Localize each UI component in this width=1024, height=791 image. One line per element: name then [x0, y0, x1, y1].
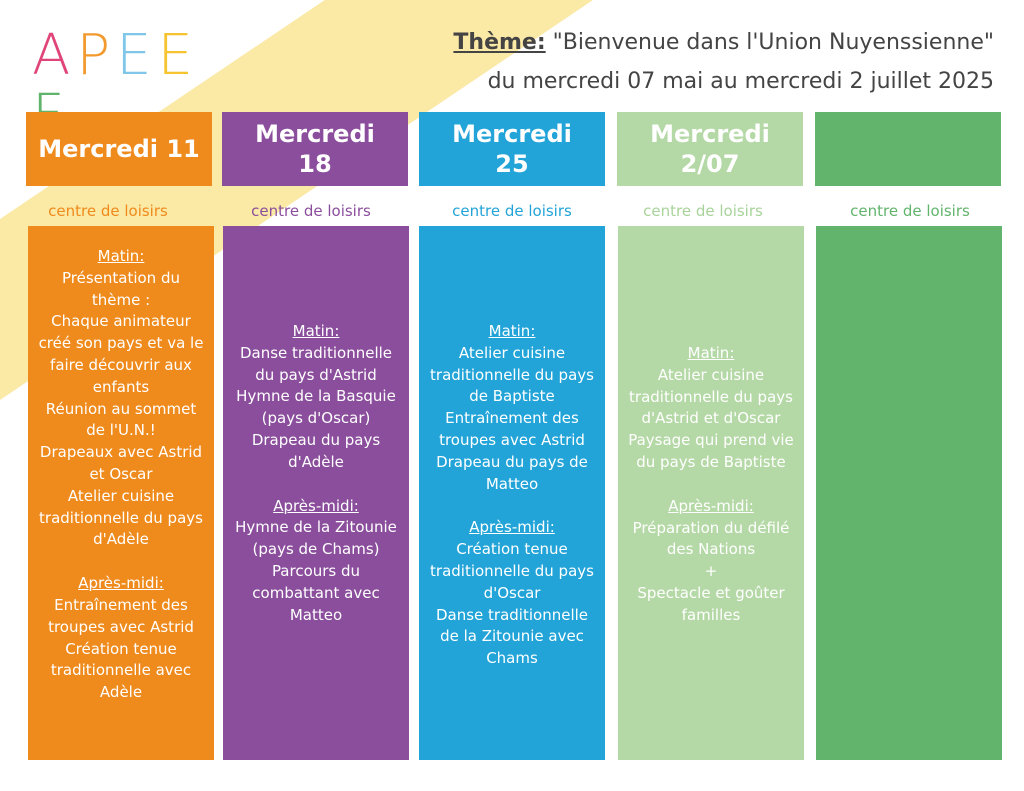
- activity-line: Parcours du: [271, 561, 361, 580]
- activity-line: Chaque animateur: [51, 312, 191, 331]
- activity-line: de l'U.N.!: [86, 421, 156, 440]
- day-header-18: Mercredi 18: [222, 112, 408, 186]
- activity-line: faire découvrir aux: [50, 355, 192, 374]
- activity-line: traditionnelle du pays: [430, 561, 594, 580]
- spacer: [427, 495, 597, 517]
- day-column-2-07: Matin: Atelier cuisine traditionnelle du p…: [618, 226, 804, 760]
- activity-line: et Oscar: [89, 464, 153, 483]
- logo-letter: E: [157, 23, 199, 88]
- activity-line: Drapeau du pays: [251, 430, 381, 449]
- afternoon-heading: Après-midi:: [469, 518, 555, 537]
- spacer: [36, 551, 206, 573]
- afternoon-heading: Après-midi:: [668, 496, 754, 515]
- activity-line: Préparation du défilé: [632, 518, 790, 537]
- day-column-blank: [816, 226, 1002, 760]
- day-header-25: Mercredi 25: [419, 112, 605, 186]
- activity-line: Danse traditionnelle: [435, 605, 589, 624]
- activity-line: (pays de Chams): [252, 540, 380, 559]
- afternoon-heading: Après-midi:: [78, 574, 164, 593]
- activity-line: créé son pays et va le: [38, 334, 204, 353]
- activity-line: Entraînement des: [54, 595, 188, 614]
- centre-label-11: centre de loisirs: [48, 202, 168, 220]
- day-column-18: Matin: Danse traditionnelle du pays d'Astr…: [223, 226, 409, 760]
- logo-letter: E: [116, 23, 158, 88]
- day-column-11: Matin: Présentation du thème : Chaque anima…: [28, 226, 214, 760]
- activity-line: troupes avec Astrid: [48, 617, 194, 636]
- spacer: [626, 474, 796, 496]
- activity-line: thème :: [91, 290, 151, 309]
- day-header-2-07: Mercredi 2/07: [617, 112, 803, 186]
- activity-line: Drapeau du pays de: [436, 452, 588, 471]
- logo-letter: P: [76, 23, 117, 88]
- centre-label-blank: centre de loisirs: [850, 202, 970, 220]
- theme-label: Thème:: [453, 30, 546, 55]
- activity-line: combattant avec: [252, 583, 380, 602]
- dates-range: du mercredi 07 mai au mercredi 2 juillet…: [487, 69, 994, 94]
- activity-line: Création tenue: [456, 540, 568, 559]
- day-header-11: Mercredi 11: [26, 112, 212, 186]
- activity-line: +: [704, 562, 718, 581]
- activity-line: Drapeaux avec Astrid: [39, 443, 203, 462]
- activity-line: Atelier cuisine: [657, 365, 765, 384]
- activity-line: Spectacle et goûter: [637, 583, 785, 602]
- activity-line: du pays d'Astrid: [255, 365, 377, 384]
- logo-letter: A: [32, 23, 77, 88]
- activity-line: traditionnelle du pays: [39, 508, 203, 527]
- centre-label-2-07: centre de loisirs: [643, 202, 763, 220]
- spacer: [231, 474, 401, 496]
- activity-line: de Baptiste: [469, 387, 555, 406]
- activity-line: Réunion au sommet: [45, 399, 197, 418]
- activity-line: traditionnelle du pays: [430, 365, 594, 384]
- morning-heading: Matin:: [97, 247, 145, 265]
- theme-line: Thème: "Bienvenue dans l'Union Nuyenssie…: [453, 30, 994, 55]
- activity-line: Matteo: [485, 474, 539, 493]
- activity-line: (pays d'Oscar): [261, 409, 371, 428]
- activity-line: Danse traditionnelle: [239, 343, 393, 362]
- activity-line: d'Adèle: [288, 452, 344, 471]
- afternoon-heading: Après-midi:: [273, 496, 359, 515]
- activity-line: d'Astrid et d'Oscar: [641, 409, 781, 428]
- morning-heading: Matin:: [687, 344, 735, 362]
- activity-line: Entraînement des: [445, 409, 579, 428]
- activity-line: Atelier cuisine: [67, 486, 175, 505]
- activity-line: traditionnelle avec: [50, 661, 192, 680]
- day-header-blank: [815, 112, 1001, 186]
- centre-label-18: centre de loisirs: [251, 202, 371, 220]
- activity-line: Hymne de la Zitounie: [235, 518, 397, 537]
- activity-line: du pays de Baptiste: [636, 452, 786, 471]
- activity-line: des Nations: [666, 540, 756, 559]
- morning-heading: Matin:: [292, 322, 340, 340]
- activity-line: Hymne de la Basquie: [236, 387, 396, 406]
- activity-line: familles: [681, 605, 741, 624]
- activity-line: d'Oscar: [483, 583, 541, 602]
- page-header: Thème: "Bienvenue dans l'Union Nuyenssie…: [453, 30, 994, 94]
- activity-line: Atelier cuisine: [458, 343, 566, 362]
- activity-line: de la Zitounie avec: [440, 627, 584, 646]
- activity-line: traditionnelle du pays: [629, 387, 793, 406]
- activity-line: Matteo: [289, 605, 343, 624]
- morning-heading: Matin:: [488, 322, 536, 340]
- activity-line: Présentation du: [61, 268, 180, 287]
- activity-line: d'Adèle: [93, 530, 149, 549]
- activity-line: troupes avec Astrid: [439, 430, 585, 449]
- day-column-25: Matin: Atelier cuisine traditionnelle du p…: [419, 226, 605, 760]
- activity-line: enfants: [92, 377, 150, 396]
- centre-label-25: centre de loisirs: [452, 202, 572, 220]
- activity-line: Chams: [486, 649, 538, 668]
- activity-line: Paysage qui prend vie: [628, 431, 794, 450]
- activity-line: Création tenue: [65, 639, 177, 658]
- theme-text: "Bienvenue dans l'Union Nuyenssienne": [552, 30, 994, 55]
- apeef-logo: APEEF: [32, 23, 212, 146]
- activity-line: Adèle: [99, 683, 143, 702]
